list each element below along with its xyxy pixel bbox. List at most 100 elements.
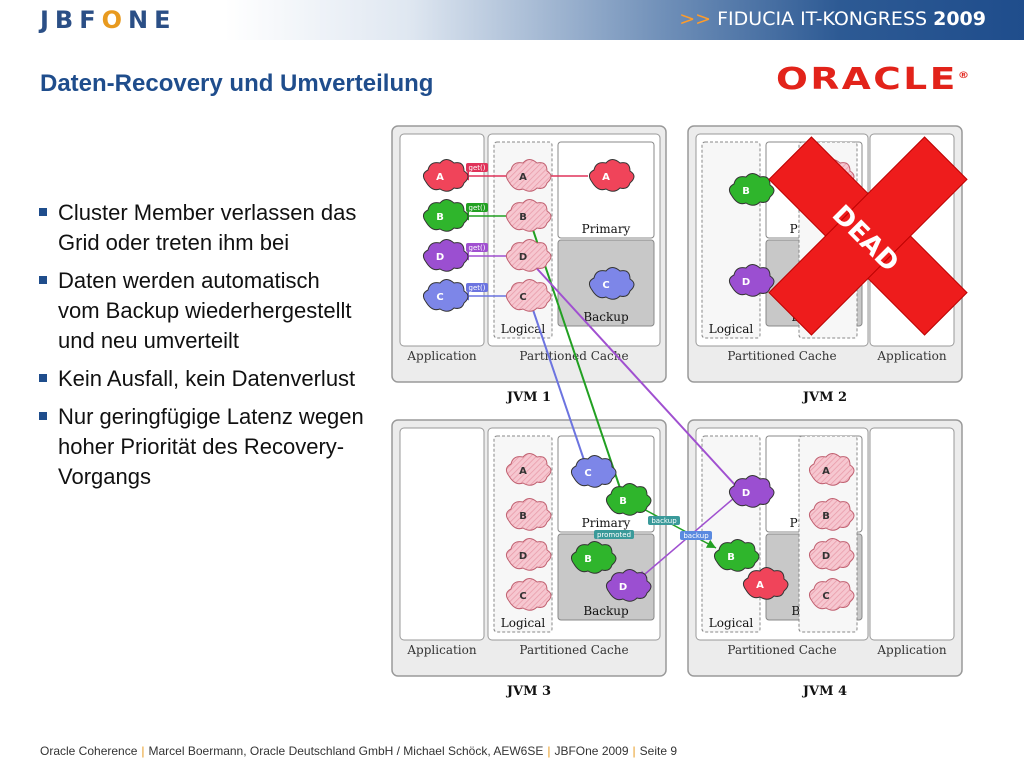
logical-column [701,141,761,339]
application-label: Application [876,349,946,363]
bullet-square-icon [39,412,47,420]
congress-text: FIDUCIA IT-KONGRESS [717,8,928,30]
logical-cloud-d: D [808,538,855,571]
bullet-square-icon [39,208,47,216]
primary-cloud-b: B [728,173,775,206]
app-cloud-c: C [422,279,469,312]
cloud-shape [588,267,635,300]
application-label: Application [406,349,476,363]
cloud-letter: A [519,172,527,183]
logical-label: Logical [709,322,754,336]
cloud-shape [505,538,552,571]
cloud-letter: D [519,551,527,562]
cloud-shape [728,173,775,206]
get-label: get() [469,204,486,212]
cloud-letter: B [519,511,527,522]
backup-tag-2-label: backup [683,532,709,540]
cloud-letter: C [584,468,591,479]
promoted-tag-label: promoted [597,531,631,539]
cloud-letter: D [519,252,527,263]
app-cloud-d: D [422,239,469,272]
cloud-shape [742,567,789,600]
bullet-square-icon [39,276,47,284]
cloud-letter: B [822,511,830,522]
oracle-logo: ORACLE® [776,62,970,97]
app-cloud-a: A [422,159,469,192]
get-label: get() [469,284,486,292]
cloud-letter: A [756,580,764,591]
jvm-label: JVM 4 [802,684,847,699]
cloud-shape [505,453,552,486]
cloud-shape [728,475,775,508]
cloud-shape [808,498,855,531]
cloud-shape [505,498,552,531]
header-bar [0,0,1024,40]
get-tag [466,243,488,252]
footer-event: JBFOne 2009 [554,744,629,758]
cloud-letter: A [602,172,610,183]
logical-cloud-a: A [505,453,552,486]
bullet-list: Cluster Member verlassen das Grid oder t… [36,198,366,500]
application-label: Application [876,643,946,657]
cloud-shape [570,541,617,574]
backup-cloud-b: B [713,539,760,572]
partitioned-cache-label: Partitioned Cache [727,349,836,363]
backup-cloud-d: D [605,569,652,602]
cloud-shape [422,159,469,192]
logical-label: Logical [709,616,754,630]
primary-cloud-a: A [588,159,635,192]
get-tag [466,203,488,212]
cloud-letter: A [519,466,527,477]
primary-label: Primary [582,516,631,530]
cloud-letter: B [436,212,444,223]
primary-cloud-d: D [728,475,775,508]
logical-cloud-d: D [505,239,552,272]
logical-cloud-b: B [505,199,552,232]
cloud-shape [728,264,775,297]
cloud-letter: C [822,591,829,602]
primary-cloud-c: C [570,455,617,488]
backup-tag-2-tag [680,531,712,540]
backup-arrow-b [637,505,717,549]
logical-cloud-c: C [505,279,552,312]
backup-cloud-c: C [588,267,635,300]
backup-cloud-b: B [570,541,617,574]
cloud-shape [808,578,855,611]
cloud-letter: A [822,466,830,477]
backup-cloud-d: D [728,264,775,297]
cloud-letter: D [436,252,444,263]
app-cloud-b: B [422,199,469,232]
cloud-shape [588,159,635,192]
jvm-label: JVM 3 [506,684,551,699]
application-label: Application [406,643,476,657]
logical-label: Logical [501,322,546,336]
cloud-shape [422,199,469,232]
promoted-tag-tag [594,530,634,539]
bullet-square-icon [39,374,47,382]
congress-arrow: >> [679,8,712,30]
recovery-arrow-c [520,287,585,461]
logical-cloud-b: B [808,498,855,531]
cloud-letter: B [727,552,735,563]
backup-tag-1-tag [648,516,680,525]
get-tag [466,163,488,172]
cloud-letter: B [619,496,627,507]
jbfone-logo: JBFONE [40,6,177,34]
cloud-shape [505,199,552,232]
cloud-letter: B [584,554,592,565]
footer-authors: Marcel Boermann, Oracle Deutschland GmbH… [148,744,544,758]
logical-label: Logical [501,616,546,630]
cloud-letter: A [436,172,444,183]
cloud-shape [808,538,855,571]
cloud-shape [605,483,652,516]
get-label: get() [469,244,486,252]
primary-box [557,141,655,239]
cloud-shape [505,159,552,192]
logical-cloud-d: D [505,538,552,571]
footer-product: Oracle Coherence [40,744,138,758]
cloud-letter: C [519,292,526,303]
cloud-letter: D [742,488,750,499]
congress-year: 2009 [933,8,986,30]
backup-tag-1-label: backup [651,517,677,525]
cloud-letter: C [519,591,526,602]
